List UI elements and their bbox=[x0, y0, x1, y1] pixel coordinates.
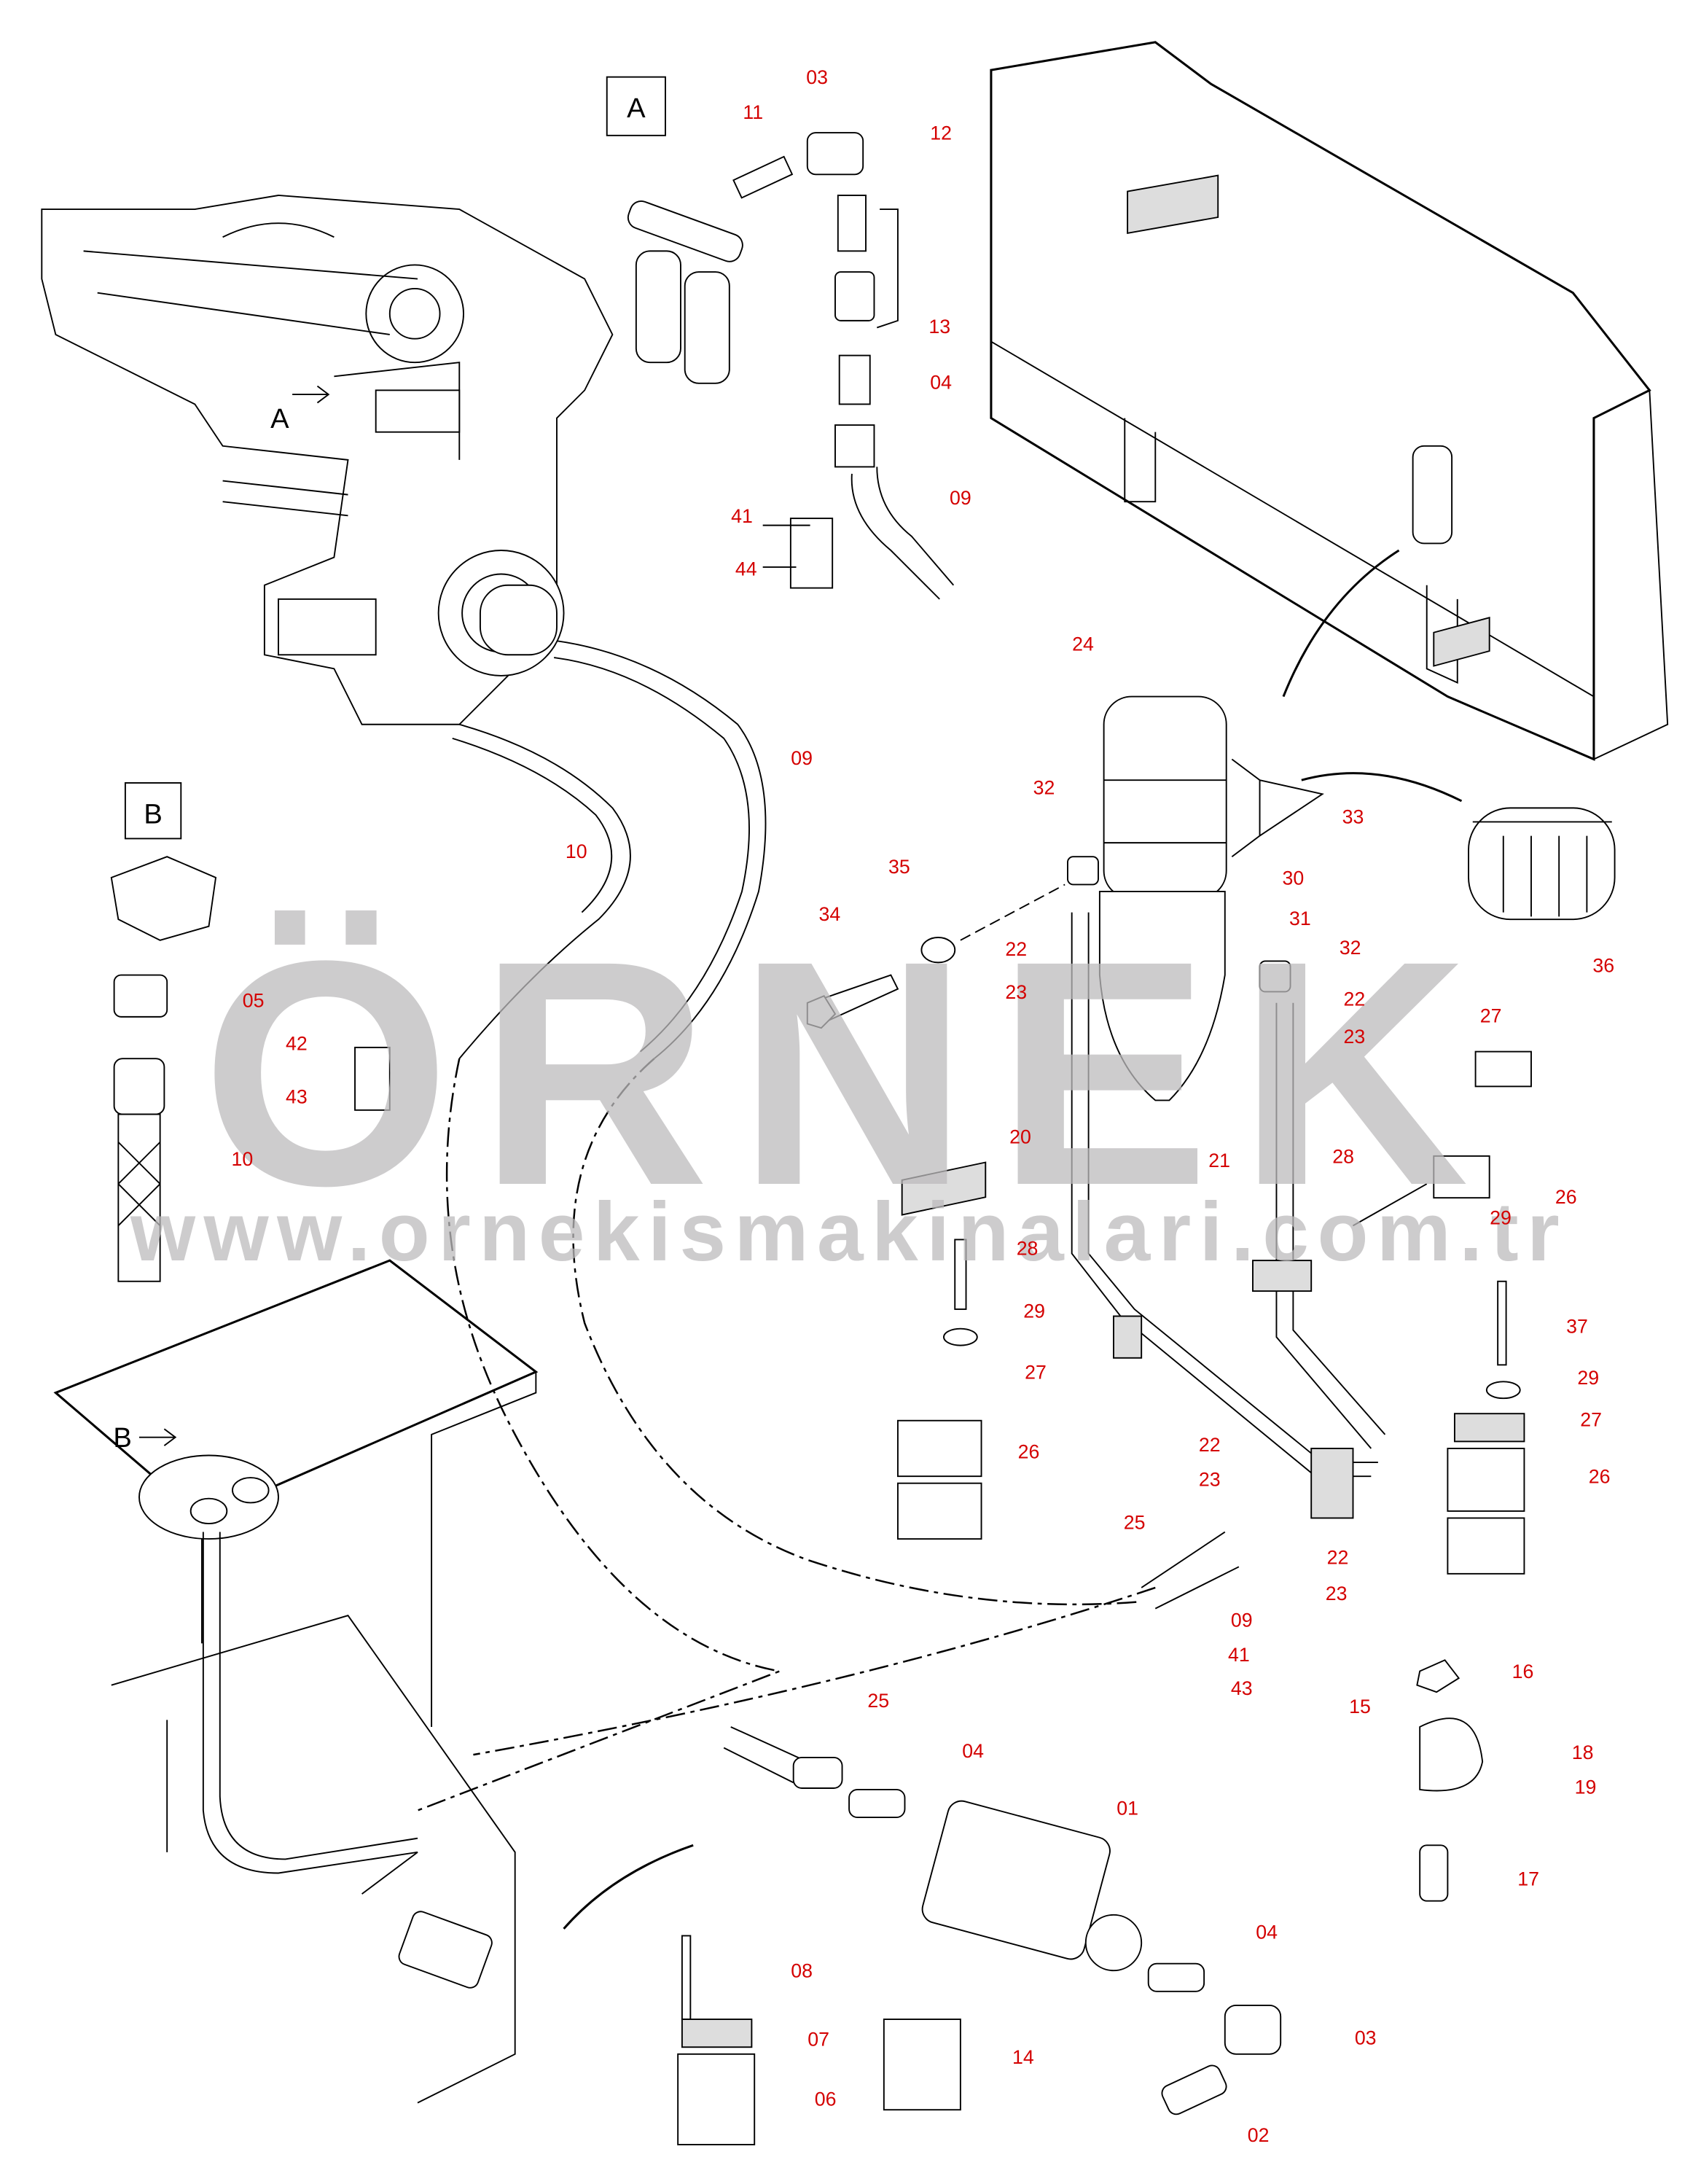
callout: 05 bbox=[243, 989, 265, 1011]
callout: 19 bbox=[1575, 1777, 1597, 1798]
callout: 28 bbox=[1017, 1237, 1039, 1259]
callout-labels: 03 11 12 13 04 09 41 44 09 10 24 32 33 3… bbox=[231, 66, 1614, 2146]
view-a-fittings bbox=[627, 132, 955, 600]
callout: 04 bbox=[930, 371, 952, 393]
callout: 23 bbox=[1199, 1469, 1221, 1491]
callout: 29 bbox=[1490, 1206, 1512, 1228]
callout: 36 bbox=[1592, 955, 1614, 977]
callout: 02 bbox=[1248, 2124, 1270, 2146]
callout: 03 bbox=[806, 66, 828, 88]
callout: 10 bbox=[231, 1148, 253, 1170]
callout: 06 bbox=[815, 2088, 837, 2110]
callout: 41 bbox=[1228, 1644, 1250, 1666]
callout: 22 bbox=[1199, 1434, 1221, 1456]
hoses bbox=[417, 640, 1240, 1811]
callout: 01 bbox=[1117, 1797, 1138, 1819]
callout: 34 bbox=[818, 903, 840, 925]
callout: 24 bbox=[1072, 633, 1094, 655]
callout: 28 bbox=[1332, 1145, 1354, 1167]
hydraulic-tank bbox=[53, 1259, 539, 2104]
view-b-marker: B bbox=[113, 1422, 131, 1454]
callout: 09 bbox=[1231, 1609, 1253, 1631]
callout: 15 bbox=[1349, 1696, 1371, 1717]
callout: 18 bbox=[1572, 1742, 1594, 1763]
callout: 20 bbox=[1009, 1126, 1031, 1148]
callout: 11 bbox=[743, 101, 763, 123]
callout: 26 bbox=[1589, 1466, 1611, 1488]
watermark-url: www.ornekismakinalari.com.tr bbox=[130, 1185, 1568, 1279]
callout: 29 bbox=[1577, 1367, 1599, 1389]
view-b-title: B bbox=[144, 798, 162, 830]
callout: 27 bbox=[1025, 1361, 1047, 1383]
callout: 04 bbox=[962, 1740, 984, 1762]
view-b-fittings bbox=[110, 856, 391, 1282]
clamps-and-bolts bbox=[677, 617, 1532, 2145]
pump-assembly bbox=[563, 1726, 1282, 2115]
callout: 14 bbox=[1012, 2046, 1034, 2068]
water-separator-filter bbox=[1067, 695, 1616, 1519]
callout: 37 bbox=[1566, 1315, 1588, 1337]
callout: 42 bbox=[286, 1033, 308, 1055]
view-a-marker: A bbox=[270, 403, 289, 434]
callout: 04 bbox=[1256, 1921, 1278, 1943]
callout: 35 bbox=[888, 856, 910, 878]
watermark: ÖRNEK www.ornekismakinalari.com.tr bbox=[130, 894, 1568, 1279]
callout: 09 bbox=[791, 747, 813, 769]
callout: 23 bbox=[1326, 1583, 1348, 1604]
callout: 30 bbox=[1283, 867, 1305, 889]
callout: 26 bbox=[1018, 1440, 1040, 1462]
callout: 22 bbox=[1005, 938, 1027, 960]
callout: 26 bbox=[1555, 1186, 1577, 1208]
callout: 07 bbox=[808, 2028, 829, 2050]
callout: 13 bbox=[928, 316, 950, 338]
callout: 41 bbox=[731, 505, 753, 527]
callout: 08 bbox=[791, 1960, 813, 1982]
callout: 09 bbox=[950, 487, 971, 509]
callout: 10 bbox=[566, 841, 587, 862]
callout: 22 bbox=[1344, 988, 1366, 1010]
view-a-frame bbox=[606, 76, 666, 136]
view-a-title: A bbox=[627, 93, 646, 124]
callout: 25 bbox=[867, 1690, 889, 1712]
callout: 32 bbox=[1033, 776, 1055, 798]
fuel-tank bbox=[990, 41, 1669, 761]
callout: 21 bbox=[1208, 1150, 1230, 1171]
callout: 12 bbox=[930, 122, 952, 144]
callout: 16 bbox=[1512, 1661, 1534, 1682]
callout: 43 bbox=[1231, 1677, 1253, 1699]
callout: 23 bbox=[1005, 981, 1027, 1003]
callout: 27 bbox=[1580, 1408, 1602, 1430]
callout: 43 bbox=[286, 1085, 308, 1107]
callout: 29 bbox=[1023, 1300, 1045, 1322]
view-b-frame bbox=[124, 782, 182, 840]
callout: 32 bbox=[1340, 937, 1361, 959]
engine-illustration bbox=[41, 195, 614, 725]
callout: 44 bbox=[735, 558, 757, 580]
callout: 27 bbox=[1480, 1005, 1502, 1027]
callout: 17 bbox=[1517, 1868, 1539, 1890]
callout: 31 bbox=[1289, 908, 1311, 929]
callout: 23 bbox=[1344, 1026, 1366, 1048]
callout: 25 bbox=[1124, 1512, 1146, 1534]
callout: 33 bbox=[1342, 806, 1364, 827]
callout: 03 bbox=[1355, 2027, 1377, 2048]
watermark-brand: ÖRNEK bbox=[201, 894, 1496, 1252]
callout: 22 bbox=[1327, 1546, 1349, 1568]
